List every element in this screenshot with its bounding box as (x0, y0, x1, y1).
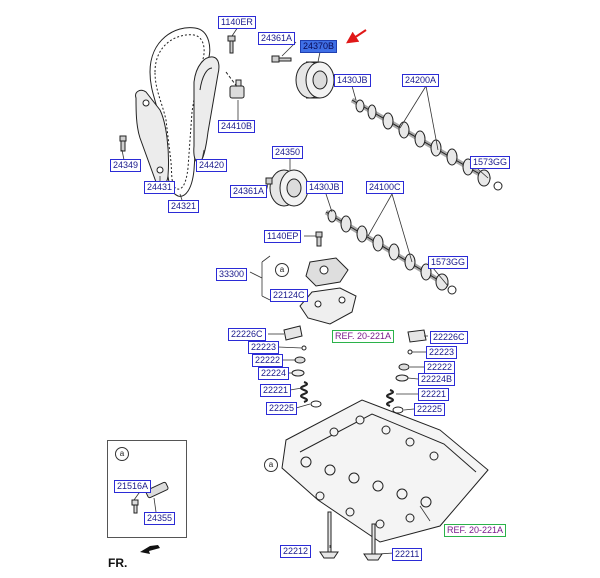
tensioner-arm (135, 89, 169, 186)
label-22224b[interactable]: 22224B (418, 373, 456, 386)
bolt-24361a-top (271, 55, 292, 63)
camshaft-lower (324, 209, 450, 291)
camshaft-upper (350, 97, 492, 187)
label-24349[interactable]: 24349 (110, 159, 142, 172)
label-24350[interactable]: 24350 (272, 146, 304, 159)
oil-control-valve (305, 257, 349, 287)
cylinder-head (281, 399, 489, 543)
cvvt-sprocket-intake (295, 61, 335, 99)
label-1573gg-mid[interactable]: 1573GG (428, 256, 469, 269)
label-22224-left[interactable]: 22224 (258, 367, 290, 380)
label-1430jb-top[interactable]: 1430JB (334, 74, 371, 87)
chain-guide (193, 56, 220, 163)
label-24361a-mid[interactable]: 24361A (230, 185, 268, 198)
callout-a-mid: a (275, 263, 289, 277)
callout-a-inset: a (115, 447, 129, 461)
label-24431[interactable]: 24431 (144, 181, 176, 194)
label-22222-left[interactable]: 22222 (252, 354, 284, 367)
leader-lines (121, 26, 489, 555)
cvvt-sprocket-exhaust (269, 169, 309, 207)
exhaust-valve-22211 (363, 523, 383, 561)
label-22225-left[interactable]: 22225 (266, 402, 298, 415)
bolt-24361a-mid (265, 177, 273, 185)
label-22223-left[interactable]: 22223 (248, 341, 280, 354)
label-24321[interactable]: 24321 (168, 200, 200, 213)
cam-position-sensor (131, 481, 169, 514)
bolt-1140ep (315, 231, 323, 247)
label-1140ep[interactable]: 1140EP (264, 230, 302, 243)
label-33300[interactable]: 33300 (216, 268, 248, 281)
front-direction-arrow (140, 545, 160, 554)
plug-1573gg-mid (447, 285, 457, 295)
label-24420[interactable]: 24420 (196, 159, 228, 172)
label-24355[interactable]: 24355 (144, 512, 176, 525)
label-1573gg-top[interactable]: 1573GG (470, 156, 511, 169)
bolt-1140er (227, 35, 236, 54)
chain-tensioner (225, 71, 245, 99)
valve-stack-right (386, 329, 427, 414)
valve-stack-left (283, 325, 322, 408)
plug-1573gg-top (493, 181, 503, 191)
intake-valve-22212 (319, 511, 339, 559)
label-22211[interactable]: 22211 (392, 548, 423, 561)
label-21516a[interactable]: 21516A (114, 480, 152, 493)
bolt-24349 (119, 135, 127, 152)
label-24200a[interactable]: 24200A (402, 74, 440, 87)
inset-detail-box (107, 440, 187, 538)
callout-a-head: a (264, 458, 278, 472)
bracket-22124c (299, 287, 357, 325)
label-ref-20-221a-bottom[interactable]: REF. 20-221A (444, 524, 507, 537)
label-22124c[interactable]: 22124C (270, 289, 308, 302)
label-24410b[interactable]: 24410B (218, 120, 256, 133)
label-24100c[interactable]: 24100C (366, 181, 404, 194)
label-22221-left[interactable]: 22221 (260, 384, 292, 397)
label-22223-right[interactable]: 22223 (426, 346, 458, 359)
label-1140er[interactable]: 1140ER (218, 16, 256, 29)
label-22212[interactable]: 22212 (280, 545, 312, 558)
leader-bracket (261, 255, 271, 301)
pointer-arrow (346, 29, 367, 44)
label-ref-20-221a-mid[interactable]: REF. 20-221A (332, 330, 395, 343)
label-22226c-right[interactable]: 22226C (430, 331, 468, 344)
label-24370b[interactable]: 24370B (300, 40, 338, 53)
label-22225-right[interactable]: 22225 (414, 403, 446, 416)
front-direction-label: FR. (108, 556, 128, 570)
label-24361a-top[interactable]: 24361A (258, 32, 296, 45)
label-1430jb-mid[interactable]: 1430JB (306, 181, 343, 194)
label-22226c-left[interactable]: 22226C (228, 328, 266, 341)
label-22221-right[interactable]: 22221 (418, 388, 450, 401)
